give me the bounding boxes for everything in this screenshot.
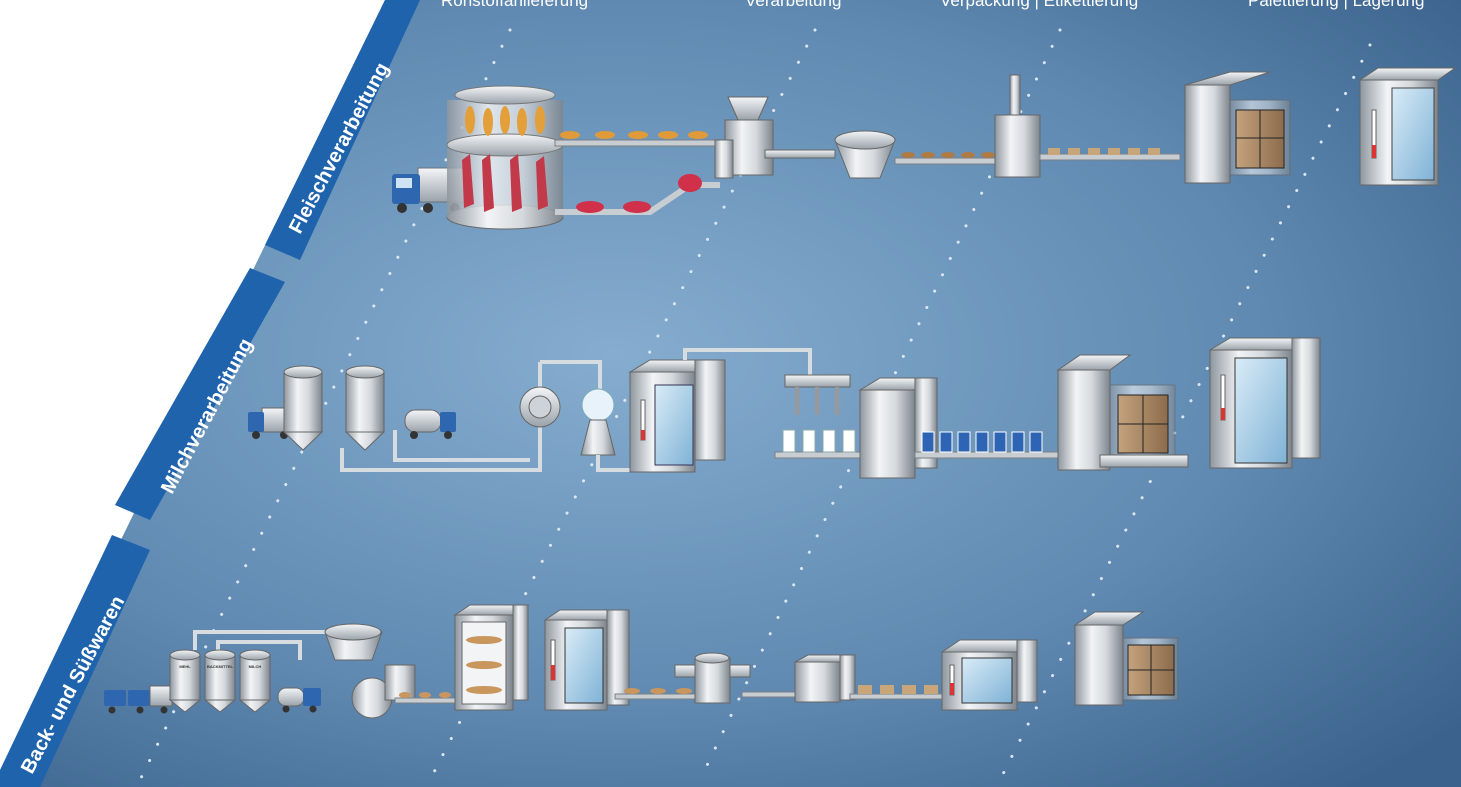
centrifuge — [520, 387, 560, 427]
stage-label-palettierung: Palettierung | Lagerung — [1248, 0, 1424, 11]
proofer — [455, 605, 528, 710]
milk-silo-2 — [346, 366, 384, 450]
silo-label-mehl: MEHL — [179, 664, 191, 669]
refrigerator-cabinet — [630, 360, 725, 472]
cold-storage-milk — [1210, 338, 1320, 468]
stage-label-verpackung: Verpackung | Etikettierung — [940, 0, 1138, 11]
trucks-left-icon — [104, 686, 172, 714]
silo-label-backmittel: BACKMITTEL — [207, 664, 234, 669]
stage-label-verarbeitung: Verarbeitung — [745, 0, 841, 11]
silo-label-milch: MILCH — [249, 664, 262, 669]
milk-silo-1 — [284, 366, 322, 450]
carcass-carousel — [447, 86, 563, 229]
wrapper — [795, 655, 855, 702]
stage-label-rohstoffanlieferung: Rohstoffanlieferung — [441, 0, 588, 11]
silo-mehl: MEHL — [170, 650, 200, 712]
silo-backmittel: BACKMITTEL — [205, 650, 235, 712]
packaging-machine-milk — [860, 378, 937, 478]
silo-milch: MILCH — [240, 650, 270, 712]
cooling-cabinet — [942, 640, 1037, 710]
